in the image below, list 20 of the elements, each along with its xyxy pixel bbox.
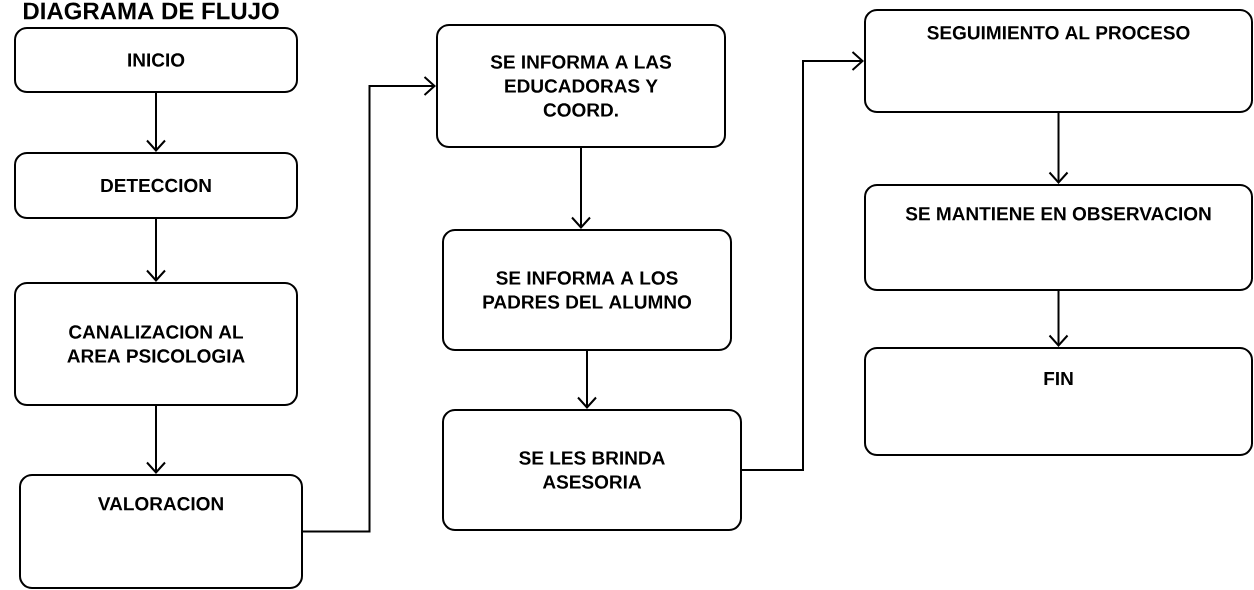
arrow	[302, 76, 436, 533]
process-box: CANALIZACION AL AREA PSICOLOGIA	[14, 282, 298, 406]
process-box: SE LES BRINDA ASESORIA	[442, 409, 742, 531]
arrow	[577, 350, 597, 409]
process-box: INICIO	[14, 27, 298, 93]
process-box: SE MANTIENE EN OBSERVACION	[864, 184, 1253, 291]
process-box: DETECCION	[14, 152, 298, 219]
arrow	[571, 147, 591, 229]
process-box: FIN	[864, 347, 1253, 456]
process-box: SE INFORMA A LAS EDUCADORAS Y COORD.	[436, 24, 726, 148]
arrow	[1048, 112, 1069, 184]
process-box: VALORACION	[19, 474, 303, 589]
arrow	[146, 405, 166, 474]
title: DIAGRAMA DE FLUJO	[24, 2, 279, 20]
arrow	[1048, 290, 1069, 347]
process-box: SEGUIMIENTO AL PROCESO	[864, 9, 1253, 113]
arrow	[741, 51, 864, 471]
arrow	[146, 218, 166, 282]
arrow	[146, 92, 166, 152]
process-box: SE INFORMA A LOS PADRES DEL ALUMNO	[442, 229, 732, 351]
